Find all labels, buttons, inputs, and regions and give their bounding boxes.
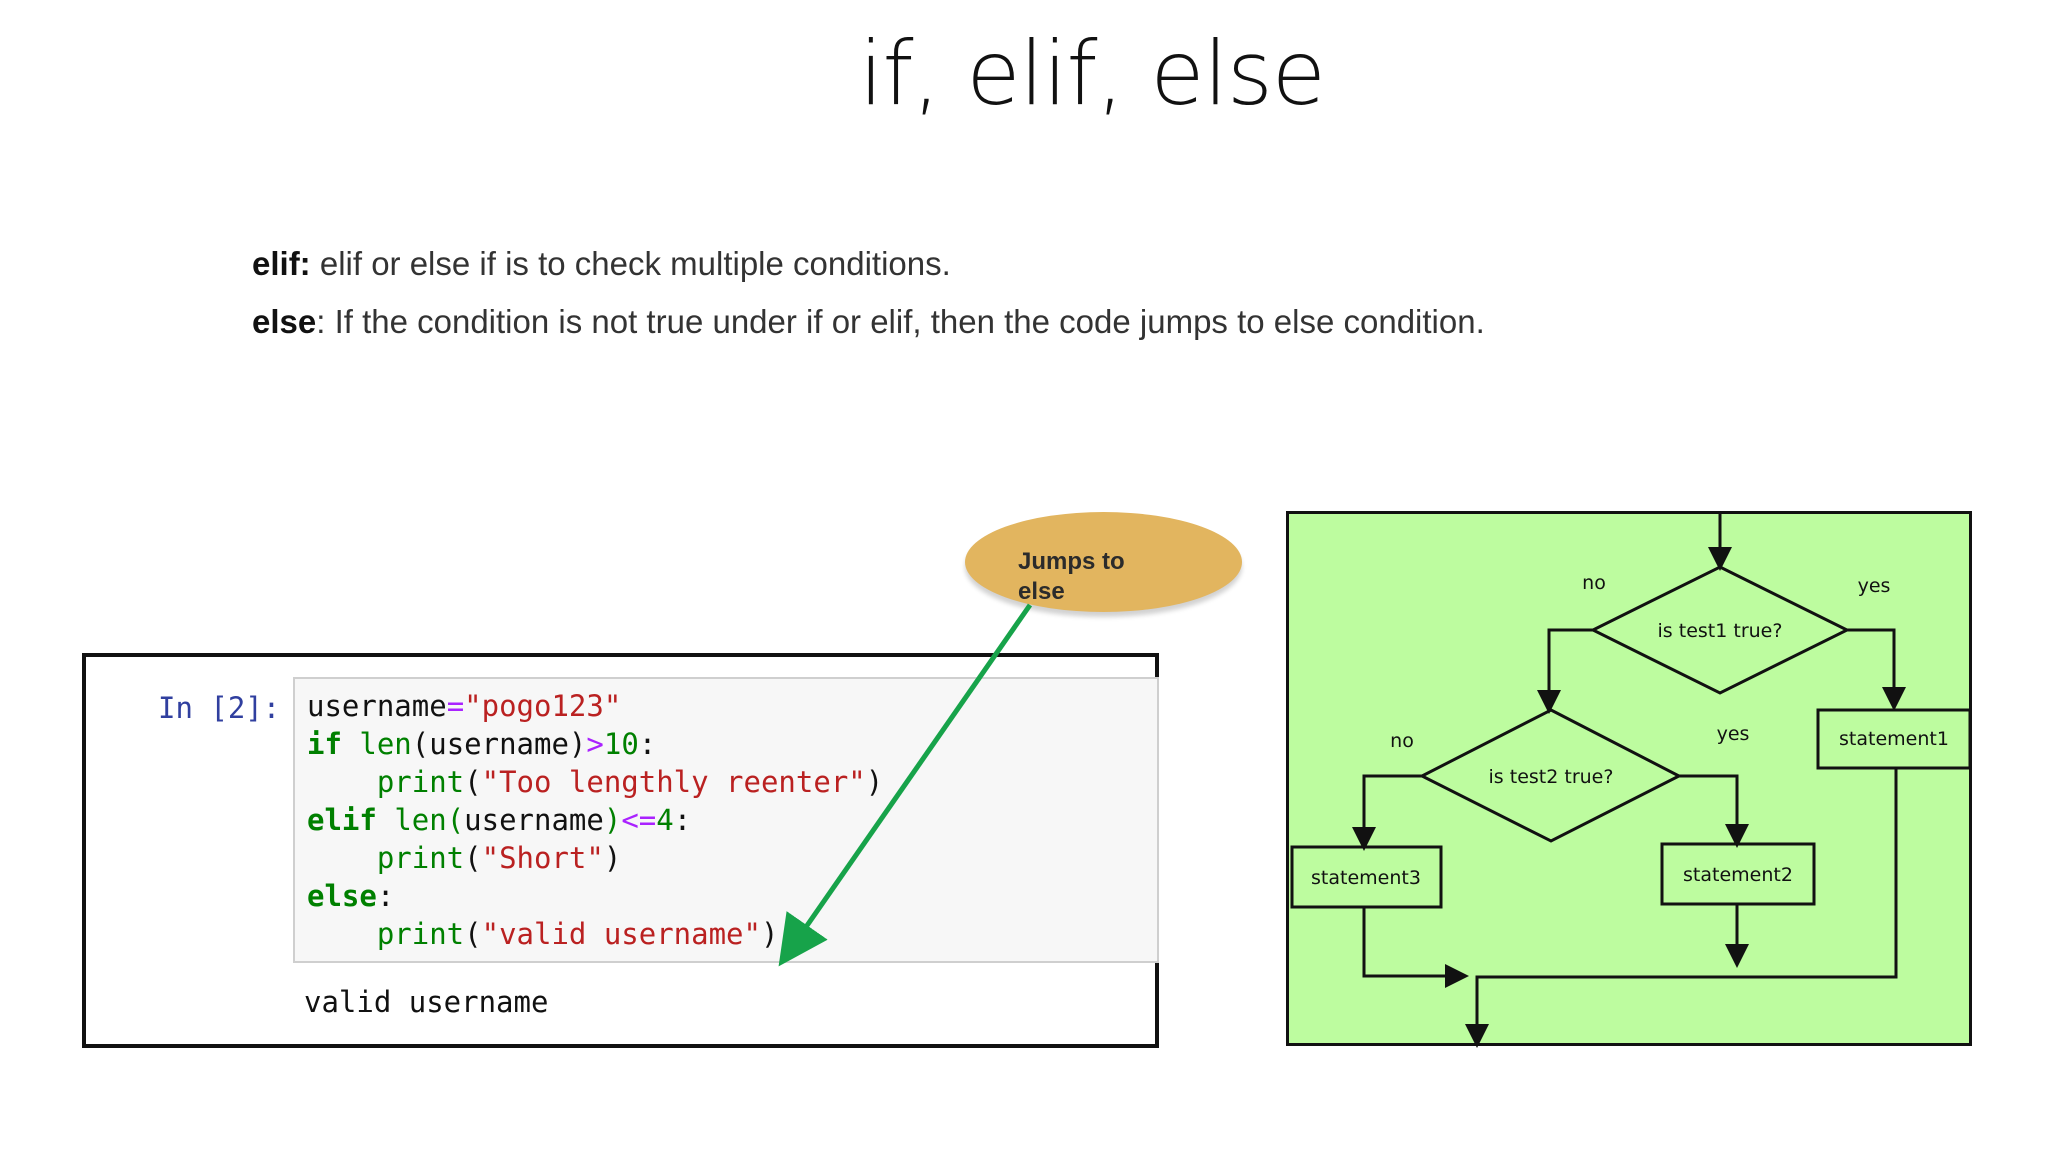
code-line-7: print("valid username") (307, 917, 779, 951)
statement3-label: statement3 (1311, 867, 1421, 889)
code-token: username (464, 803, 604, 837)
slide-title: if, elif, else (859, 22, 1326, 125)
code-token: elif (307, 803, 377, 837)
decision1-shape (1589, 565, 1851, 695)
code-token: if (307, 727, 342, 761)
code-token: "valid username" (481, 917, 761, 951)
code-line-4: elif len(username)<=4: (307, 803, 691, 837)
code-line-3: print("Too lengthly reenter") (307, 765, 883, 799)
statement3-box (1290, 845, 1443, 909)
flowchart-diagram: is test1 true? is test2 true? statement1… (1290, 514, 1972, 1048)
code-token: ) (603, 841, 622, 875)
code-token: else (307, 879, 377, 913)
no-label-1: no (1582, 572, 1606, 594)
connector (1362, 907, 1469, 988)
statement1-label: statement1 (1839, 728, 1949, 750)
code-token: : (376, 879, 395, 913)
else-definition: else: If the condition is not true under… (252, 303, 1485, 341)
no-label-2: no (1390, 730, 1414, 752)
code-token: print (376, 765, 465, 799)
code-token: "Too lengthly reenter" (481, 765, 866, 799)
decision2-shape (1418, 708, 1683, 843)
jumps-to-else-callout: Jumps to else (965, 512, 1242, 612)
code-token: len (359, 727, 412, 761)
connector (1537, 628, 1593, 714)
code-token: 4 (656, 803, 674, 837)
elif-definition: elif: elif or else if is to check multip… (252, 245, 951, 283)
code-token: : (673, 803, 692, 837)
code-token: "pogo123" (464, 689, 622, 723)
yes-label-2: yes (1717, 723, 1750, 745)
code-token: > (586, 727, 604, 761)
code-token: ) (865, 765, 884, 799)
else-term: else (252, 303, 317, 340)
code-token: : (638, 727, 657, 761)
code-token: (username) (411, 727, 587, 761)
callout-label: Jumps to else (1018, 548, 1125, 605)
elif-term: elif: (252, 245, 311, 282)
flowchart: is test1 true? is test2 true? statement1… (1286, 511, 1972, 1048)
connector (1679, 774, 1749, 848)
code-token: print (376, 841, 465, 875)
else-description: : If the condition is not true under if … (316, 303, 1485, 340)
code-token: username (307, 689, 447, 723)
code-token: <= (621, 803, 657, 837)
code-line-5: print("Short") (307, 841, 621, 875)
input-prompt: In [2]: (158, 691, 281, 725)
code-token: 10 (603, 727, 639, 761)
code-token: len (394, 803, 447, 837)
code-token: = (446, 689, 465, 723)
connector (1847, 628, 1906, 711)
code-cell[interactable]: username="pogo123" if len(username)>10: … (293, 677, 1159, 963)
decision1-label: is test1 true? (1658, 620, 1783, 642)
connector (1465, 768, 1898, 1048)
statement2-label: statement2 (1683, 864, 1793, 886)
notebook-screenshot: In [2]: username="pogo123" if len(userna… (82, 653, 1159, 1048)
elif-description: elif or else if is to check multiple con… (310, 245, 951, 282)
decision2-label: is test2 true? (1489, 766, 1614, 788)
connector (1352, 774, 1422, 851)
code-line-2: if len(username)>10: (307, 727, 656, 761)
code-token: ) (603, 803, 622, 837)
code-token: ( (464, 917, 482, 951)
code-token: print (376, 917, 465, 951)
cell-output: valid username (304, 985, 549, 1019)
code-line-1: username="pogo123" (307, 689, 621, 723)
code-token: ( (464, 841, 482, 875)
code-token: ( (464, 765, 482, 799)
code-token: ( (446, 803, 465, 837)
code-token: ) (760, 917, 779, 951)
yes-label-1: yes (1858, 575, 1891, 597)
arrow-line (778, 603, 1033, 967)
statement1-box (1816, 708, 1972, 770)
code-token: "Short" (481, 841, 604, 875)
code-line-6: else: (307, 879, 394, 913)
